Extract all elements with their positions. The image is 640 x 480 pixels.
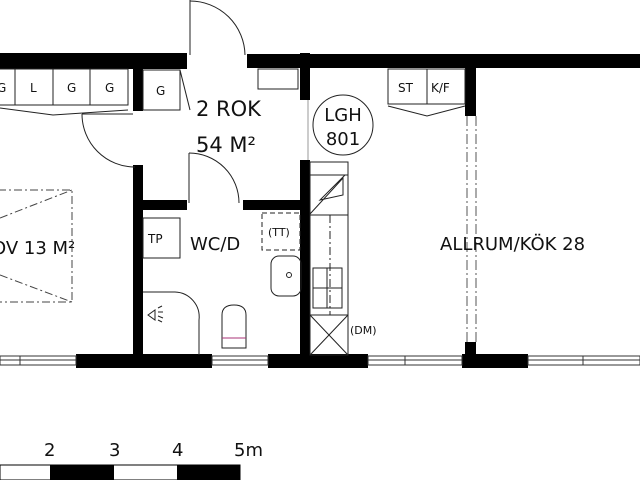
fridge-icon bbox=[309, 174, 346, 215]
room-divider bbox=[466, 116, 477, 342]
svg-text:ST: ST bbox=[398, 81, 414, 95]
svg-text:G: G bbox=[105, 81, 114, 95]
scale-label: 2 bbox=[44, 440, 55, 461]
bathroom-label: WC/D bbox=[190, 234, 240, 255]
svg-text:L: L bbox=[30, 81, 37, 95]
washer-outline bbox=[261, 212, 301, 251]
wardrobes bbox=[0, 68, 466, 117]
sink-icon bbox=[270, 255, 302, 297]
scale-label: 5m bbox=[234, 440, 263, 461]
bedroom-label: OV 13 M² bbox=[0, 238, 75, 259]
walls bbox=[0, 53, 640, 368]
wardrobe-labels: G L G G G ST K/F bbox=[0, 81, 450, 98]
scale-label: 3 bbox=[109, 440, 120, 461]
kitchen-units bbox=[309, 161, 349, 356]
living-kitchen-label: ALLRUM/KÖK 28 bbox=[440, 233, 585, 255]
scale-bar: 2 3 4 5m bbox=[0, 440, 263, 480]
apartment-id-circle bbox=[312, 94, 374, 156]
bed-outline bbox=[0, 189, 73, 303]
dryer-cabinet bbox=[142, 217, 181, 259]
scale-label: 4 bbox=[172, 440, 183, 461]
apartment-id-number: 801 bbox=[326, 129, 360, 150]
dishwasher-label: (DM) bbox=[350, 324, 377, 337]
windows bbox=[0, 100, 640, 366]
svg-text:G: G bbox=[156, 84, 165, 98]
svg-text:G: G bbox=[0, 81, 6, 95]
doors[interactable] bbox=[81, 0, 246, 204]
apartment-area: 54 M² bbox=[196, 133, 256, 157]
svg-text:K/F: K/F bbox=[431, 81, 450, 95]
bathroom-fixtures bbox=[142, 212, 302, 355]
svg-text:G: G bbox=[67, 81, 76, 95]
apartment-type: 2 ROK bbox=[196, 97, 262, 121]
washer-label: (TT) bbox=[268, 226, 290, 239]
dryer-cabinet-label: TP bbox=[147, 232, 163, 246]
apartment-id-label: LGH bbox=[324, 105, 362, 126]
shower-curtain bbox=[143, 291, 200, 355]
toilet-icon bbox=[221, 304, 247, 349]
shower-icon bbox=[147, 305, 164, 323]
